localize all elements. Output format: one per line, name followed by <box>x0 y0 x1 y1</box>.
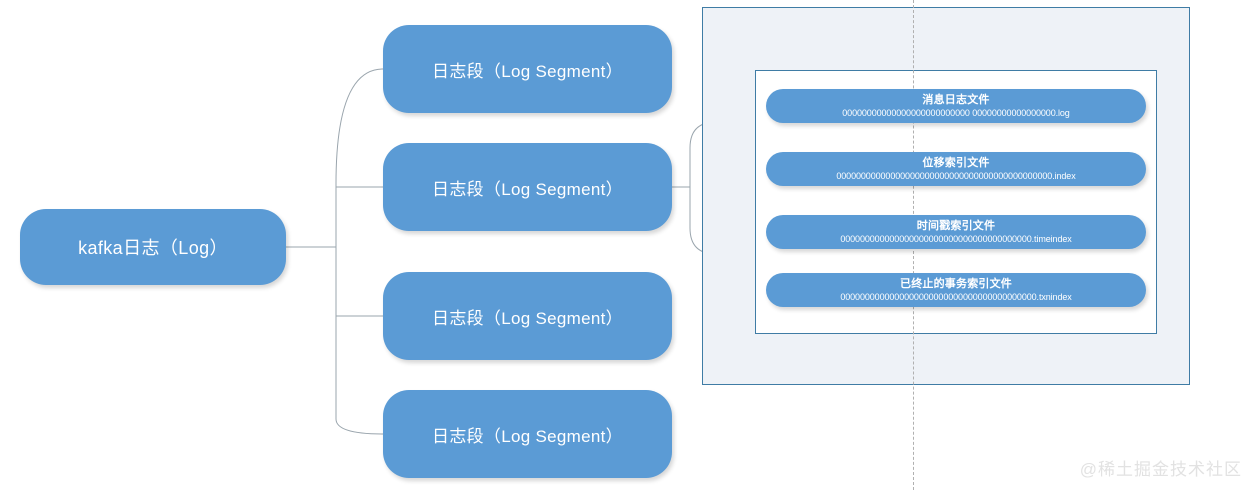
node-timestamp-index-file-name: 000000000000000000000000000000000000000.… <box>840 233 1072 244</box>
node-kafka-log-label: kafka日志（Log） <box>78 238 228 258</box>
node-kafka-log[interactable]: kafka日志（Log） <box>20 209 286 285</box>
node-log-segment-4-label: 日志段（Log Segment） <box>432 426 623 446</box>
node-offset-index-file[interactable]: 位移索引文件 000000000000000000000000000000000… <box>766 152 1146 186</box>
node-aborted-txn-index-file-title: 已终止的事务索引文件 <box>900 277 1012 290</box>
node-log-segment-2[interactable]: 日志段（Log Segment） <box>383 143 672 231</box>
node-aborted-txn-index-file[interactable]: 已终止的事务索引文件 00000000000000000000000000000… <box>766 273 1146 307</box>
node-log-segment-1-label: 日志段（Log Segment） <box>432 61 623 81</box>
node-message-log-file[interactable]: 消息日志文件 00000000000000000000000000 000000… <box>766 89 1146 123</box>
watermark: @稀土掘金技术社区 <box>1079 460 1242 479</box>
node-offset-index-file-name: 0000000000000000000000000000000000000000… <box>836 170 1076 181</box>
node-log-segment-3[interactable]: 日志段（Log Segment） <box>383 272 672 360</box>
node-log-segment-4[interactable]: 日志段（Log Segment） <box>383 390 672 478</box>
node-message-log-file-title: 消息日志文件 <box>922 93 990 106</box>
node-timestamp-index-file[interactable]: 时间戳索引文件 00000000000000000000000000000000… <box>766 215 1146 249</box>
node-log-segment-1[interactable]: 日志段（Log Segment） <box>383 25 672 113</box>
node-aborted-txn-index-file-name: 0000000000000000000000000000000000000000… <box>840 291 1072 302</box>
node-timestamp-index-file-title: 时间戳索引文件 <box>916 219 996 232</box>
node-log-segment-2-label: 日志段（Log Segment） <box>432 179 623 199</box>
node-message-log-file-name: 00000000000000000000000000 0000000000000… <box>842 107 1070 118</box>
node-log-segment-3-label: 日志段（Log Segment） <box>432 308 623 328</box>
node-offset-index-file-title: 位移索引文件 <box>922 156 990 169</box>
